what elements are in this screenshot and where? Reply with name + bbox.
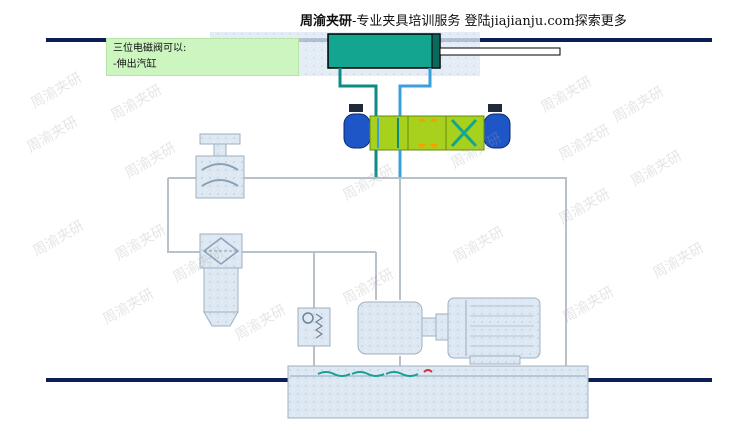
brand-name: 周渝夹研 [300, 14, 353, 29]
line-blue [398, 68, 432, 116]
note-line-2: -伸出汽缸 [113, 59, 157, 70]
page-header: 周渝夹研-专业夹具培训服务 登陆jiajianju.com探索更多 [300, 10, 627, 29]
note-line-1: 三位电磁阀可以: [113, 43, 187, 54]
note-box: 三位电磁阀可以: -伸出汽缸 [106, 38, 299, 76]
pipe-network [167, 177, 567, 400]
motor [447, 297, 541, 365]
solenoid-valve [343, 104, 511, 151]
reservoir [287, 365, 589, 419]
regulator [195, 133, 245, 199]
relief-valve [297, 307, 331, 347]
line-teal [338, 68, 378, 116]
filter [199, 233, 243, 327]
pump [357, 301, 449, 355]
cylinder [327, 33, 561, 69]
header-tagline: -专业夹具培训服务 登陆jiajianju.com探索更多 [352, 14, 627, 29]
